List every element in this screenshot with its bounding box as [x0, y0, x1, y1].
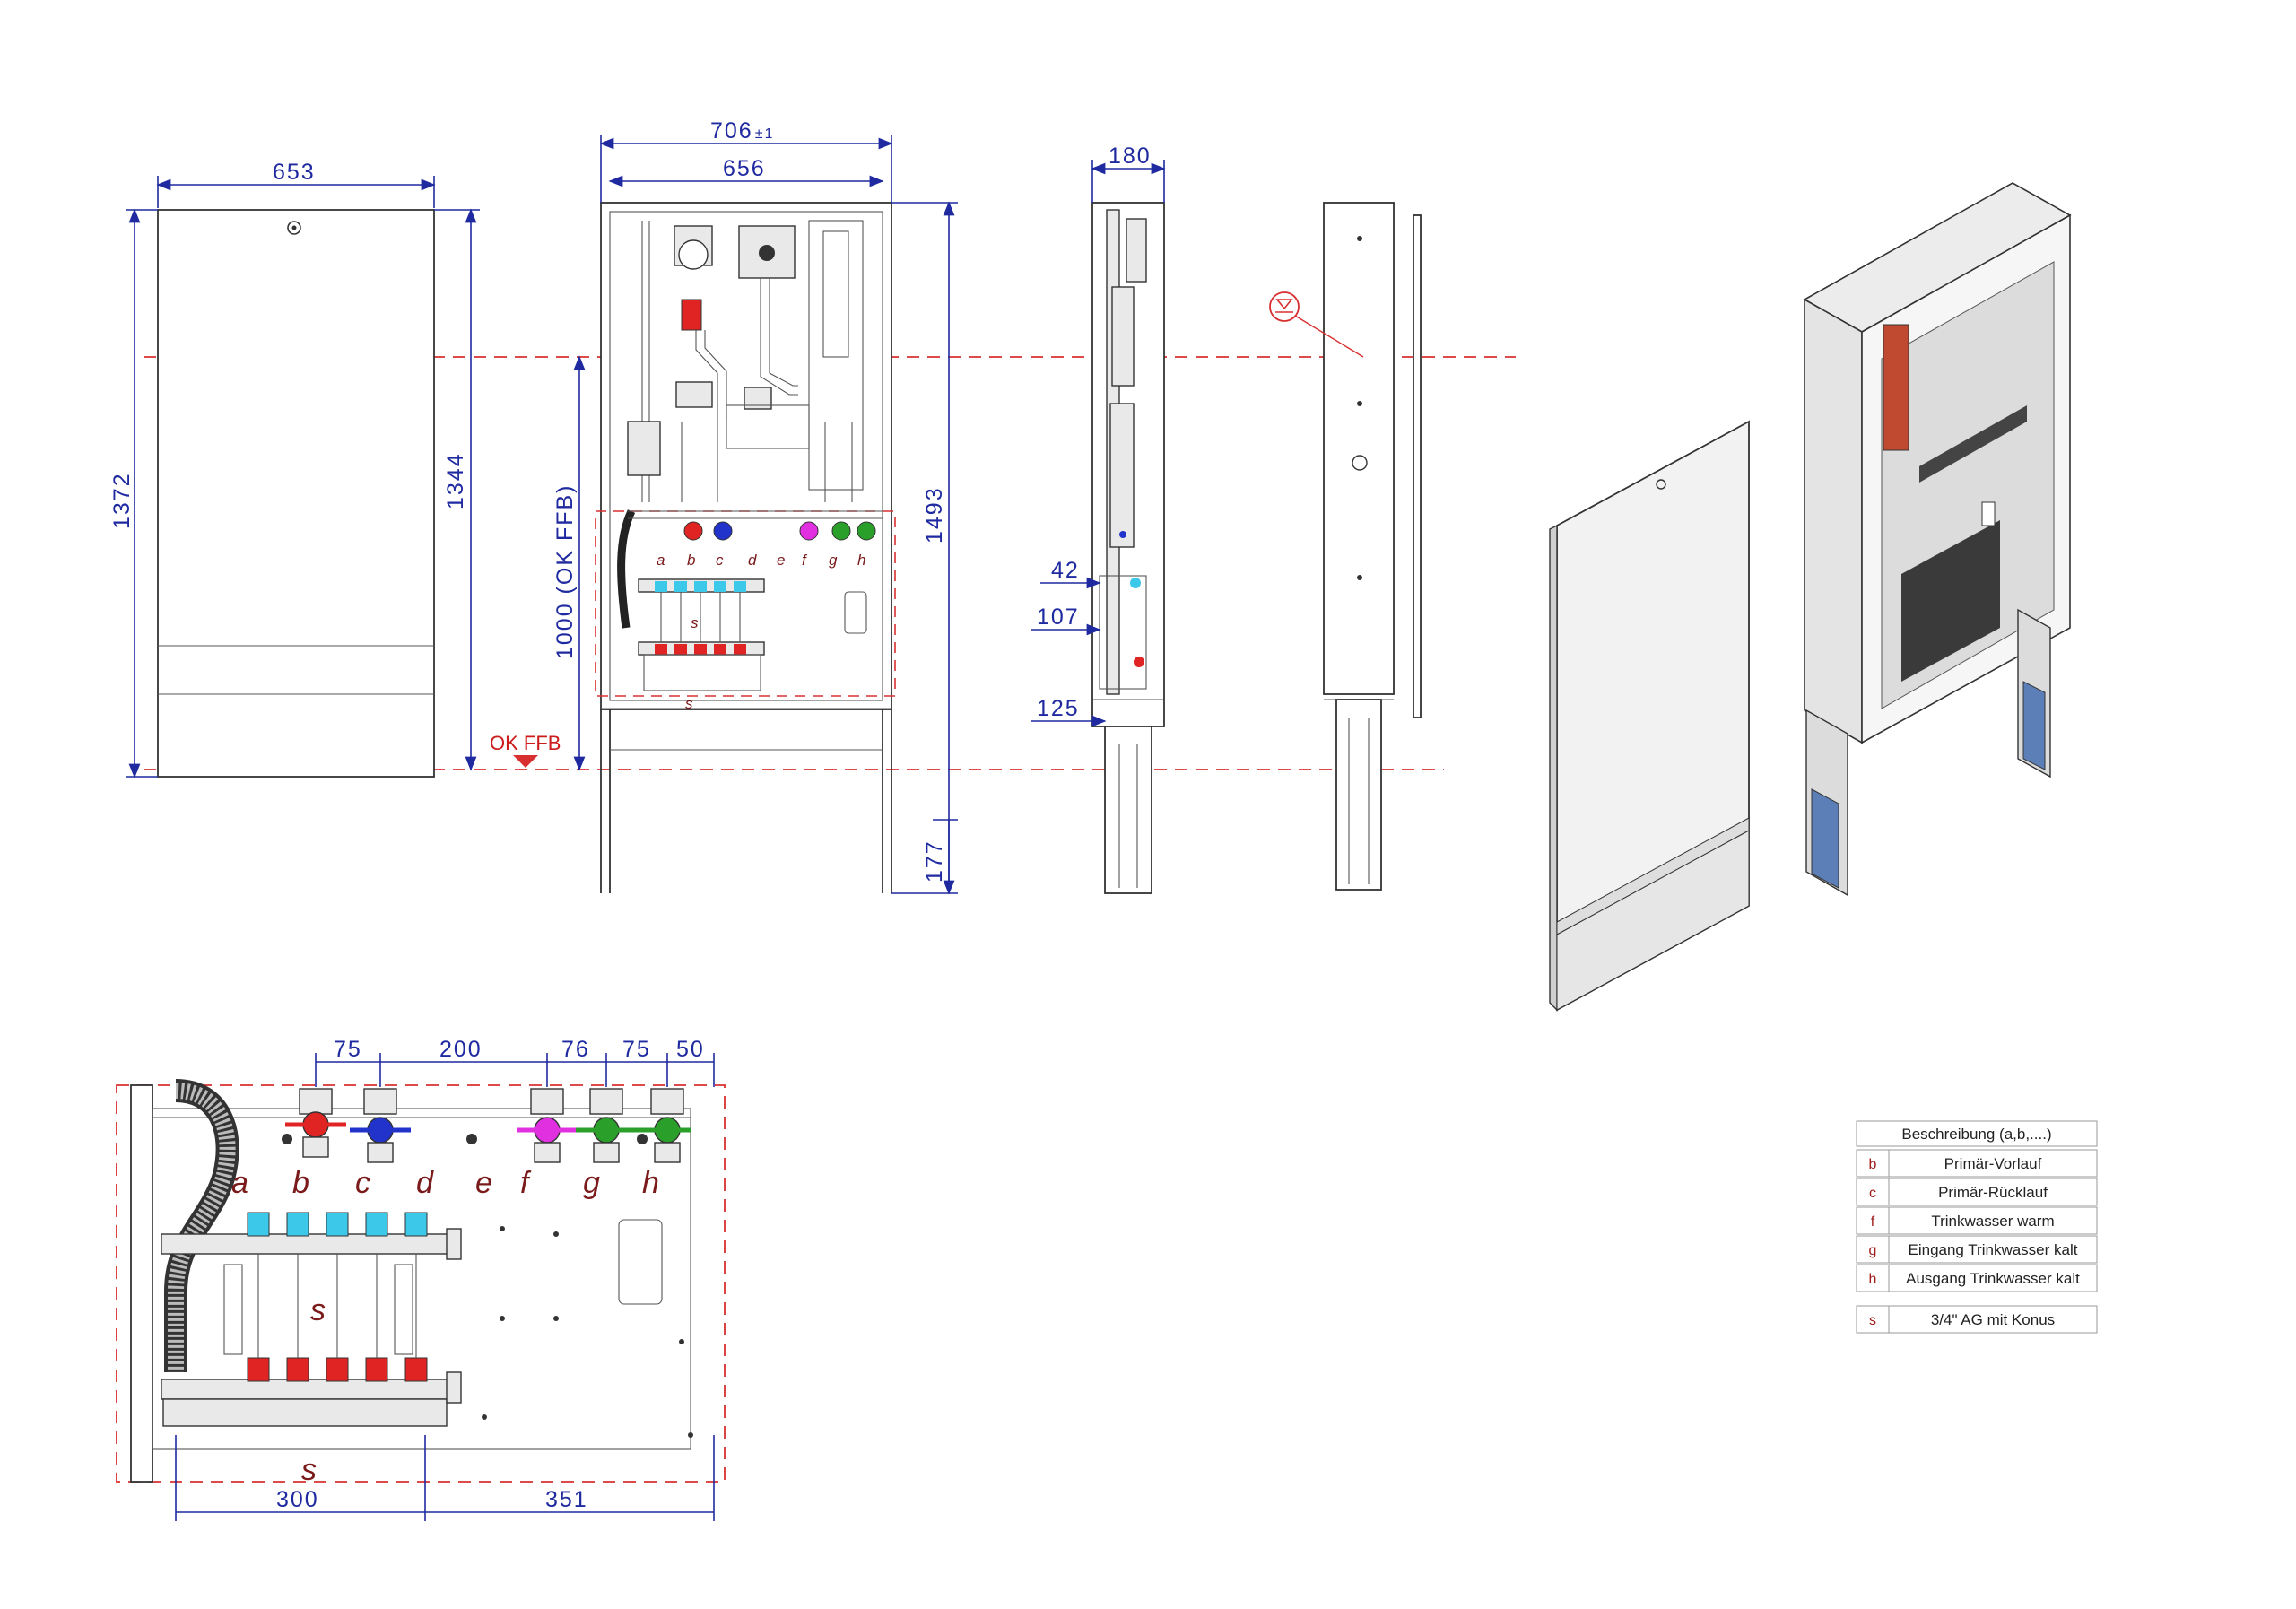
- legend-key-s: s: [1869, 1313, 1876, 1328]
- legend-key-f: f: [1871, 1214, 1875, 1230]
- level-symbol-icon: [1269, 291, 1364, 358]
- valve-g: [576, 1088, 637, 1163]
- valve-c: [350, 1088, 411, 1163]
- detail-dim-3: 76: [561, 1037, 590, 1062]
- dim-total-height: 1493: [922, 486, 947, 544]
- legend-key-g: g: [1869, 1243, 1877, 1258]
- detail-dim-bottom-2: 351: [545, 1487, 588, 1512]
- dim-front-width: 653: [273, 160, 316, 185]
- dim-open-width-outer: 706±1: [710, 118, 774, 144]
- legend-text-b: Primär-Vorlauf: [1944, 1155, 2042, 1172]
- legend-text-c: Primär-Rücklauf: [1938, 1184, 2048, 1201]
- port-label-f: f: [802, 552, 808, 569]
- detail-port-e: e: [475, 1166, 492, 1200]
- detail-dim-2: 200: [439, 1037, 483, 1062]
- detail-dim-5: 50: [676, 1037, 705, 1062]
- detail-port-a: a: [231, 1166, 248, 1200]
- manifold-label-lower: s: [685, 695, 693, 712]
- valve-f: [517, 1088, 578, 1163]
- legend-title: Beschreibung (a,b,....): [1901, 1126, 2051, 1143]
- detail-port-g: g: [583, 1166, 600, 1200]
- manifold-label-upper: s: [691, 614, 699, 631]
- rear-view: [1269, 202, 1422, 891]
- valve-b: [285, 1088, 346, 1158]
- detail-dim-bottom-1: 300: [276, 1487, 319, 1512]
- detail-manifold-label-lower: s: [301, 1453, 317, 1487]
- port-label-d: d: [748, 552, 757, 569]
- legend-table: Beschreibung (a,b,....) b Primär-Vorlauf…: [1856, 1120, 2098, 1334]
- dim-leg-height: 177: [922, 839, 947, 883]
- port-label-e: e: [777, 552, 785, 569]
- port-label-g: g: [829, 552, 838, 569]
- detail-port-f: f: [520, 1166, 532, 1200]
- dim-front-inner-height: 1344: [443, 452, 468, 509]
- dim-open-width-inner: 656: [723, 156, 766, 181]
- legend-text-g: Eingang Trinkwasser kalt: [1909, 1241, 2078, 1258]
- dim-front-height: 1372: [109, 472, 135, 529]
- legend-text-s: 3/4" AG mit Konus: [1931, 1311, 2055, 1328]
- dim-side-depth: 180: [1109, 144, 1152, 169]
- open-view: a b c d e f g h s s 706±1: [552, 118, 958, 895]
- detail-dim-4: 75: [622, 1037, 651, 1062]
- detail-port-d: d: [416, 1166, 434, 1200]
- legend-key-c: c: [1869, 1186, 1876, 1201]
- side-view: 180 42 107 125: [1031, 144, 1166, 894]
- legend-key-b: b: [1869, 1157, 1877, 1172]
- dim-side-125: 125: [1037, 696, 1080, 721]
- port-label-c: c: [716, 552, 724, 569]
- dim-side-107: 107: [1037, 604, 1080, 630]
- dim-reference-height: 1000 (OK FFB): [552, 484, 578, 660]
- port-label-h: h: [857, 552, 865, 569]
- detail-port-b: b: [292, 1166, 309, 1200]
- detail-port-c: c: [355, 1166, 370, 1200]
- detail-dim-1: 75: [334, 1037, 362, 1062]
- detail-view: a b c d e f g h s s: [116, 1037, 726, 1521]
- valve-h: [637, 1088, 691, 1163]
- legend-text-h: Ausgang Trinkwasser kalt: [1906, 1270, 2080, 1287]
- detail-port-h: h: [642, 1166, 659, 1200]
- legend-text-f: Trinkwasser warm: [1931, 1213, 2054, 1230]
- legend-key-h: h: [1869, 1272, 1877, 1287]
- isometric-view: [1549, 182, 2072, 1012]
- floor-marker-icon: [513, 755, 538, 768]
- port-label-a: a: [657, 552, 665, 569]
- dim-side-42: 42: [1051, 558, 1080, 583]
- port-label-b: b: [687, 552, 695, 569]
- floor-label: OK FFB: [490, 732, 561, 754]
- front-view: 653 1372 1344 OK FFB: [109, 160, 561, 778]
- detail-manifold-label-upper: s: [310, 1293, 326, 1327]
